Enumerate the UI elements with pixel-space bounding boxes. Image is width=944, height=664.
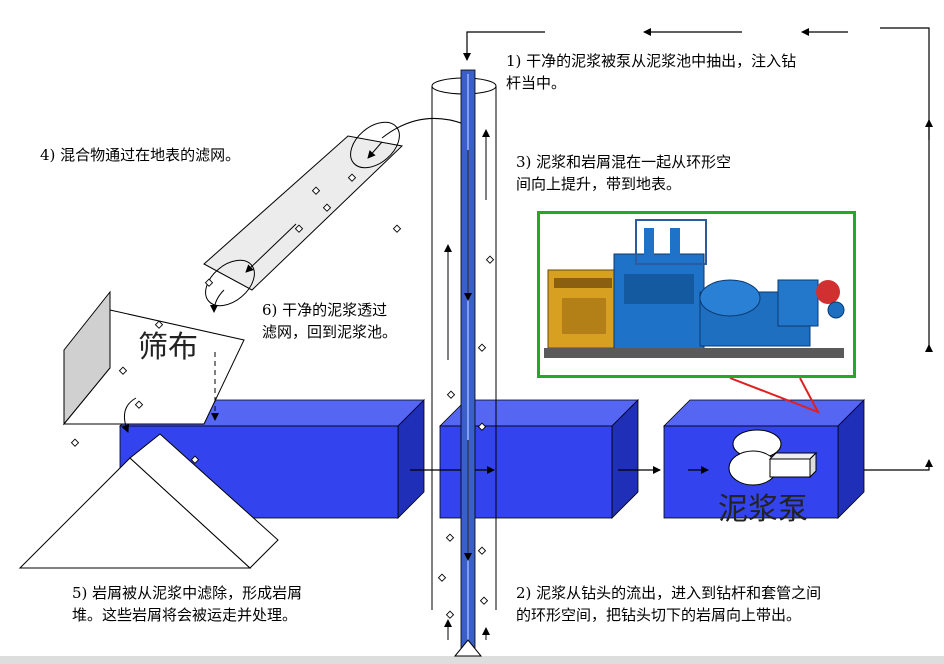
mud-return-line [463,27,933,352]
step-4-label: 4) 混合物通过在地表的滤网。 [40,146,241,164]
step-1-label: 1) 干净的泥浆被泵从泥浆池中抽出，注入钻 杆当中。 [506,52,797,92]
mud-pump-label: 泥浆泵 [718,492,808,527]
step-3-label: 3) 泥浆和岩屑混在一起从环形空 间向上提升，带到地表。 [516,153,732,193]
bottom-strip [0,656,944,664]
drill-pipe [453,69,483,657]
screen-cloth-label: 筛布 [138,330,198,365]
mud-pump-tank [663,399,865,519]
mud-pump-photo [537,211,856,378]
cuttings-pile [18,433,279,569]
cuttings-particles [70,173,495,619]
photo-pointer [729,377,821,414]
step-2-label: 2) 泥浆从钻头的流出，进入到钻杆和套管之间 的环形空间，把钻头切下的岩屑向上带… [516,584,822,624]
pump-outlet [848,459,933,471]
shale-shaker-screen [62,290,245,433]
step-5-label: 5) 岩屑被从泥浆中滤除，形成岩屑 堆。这些岩屑将会被运走并处理。 [72,584,303,624]
step-6-label: 6) 干净的泥浆透过 滤网，回到泥浆池。 [262,301,398,341]
annulus-arrows [444,129,490,640]
